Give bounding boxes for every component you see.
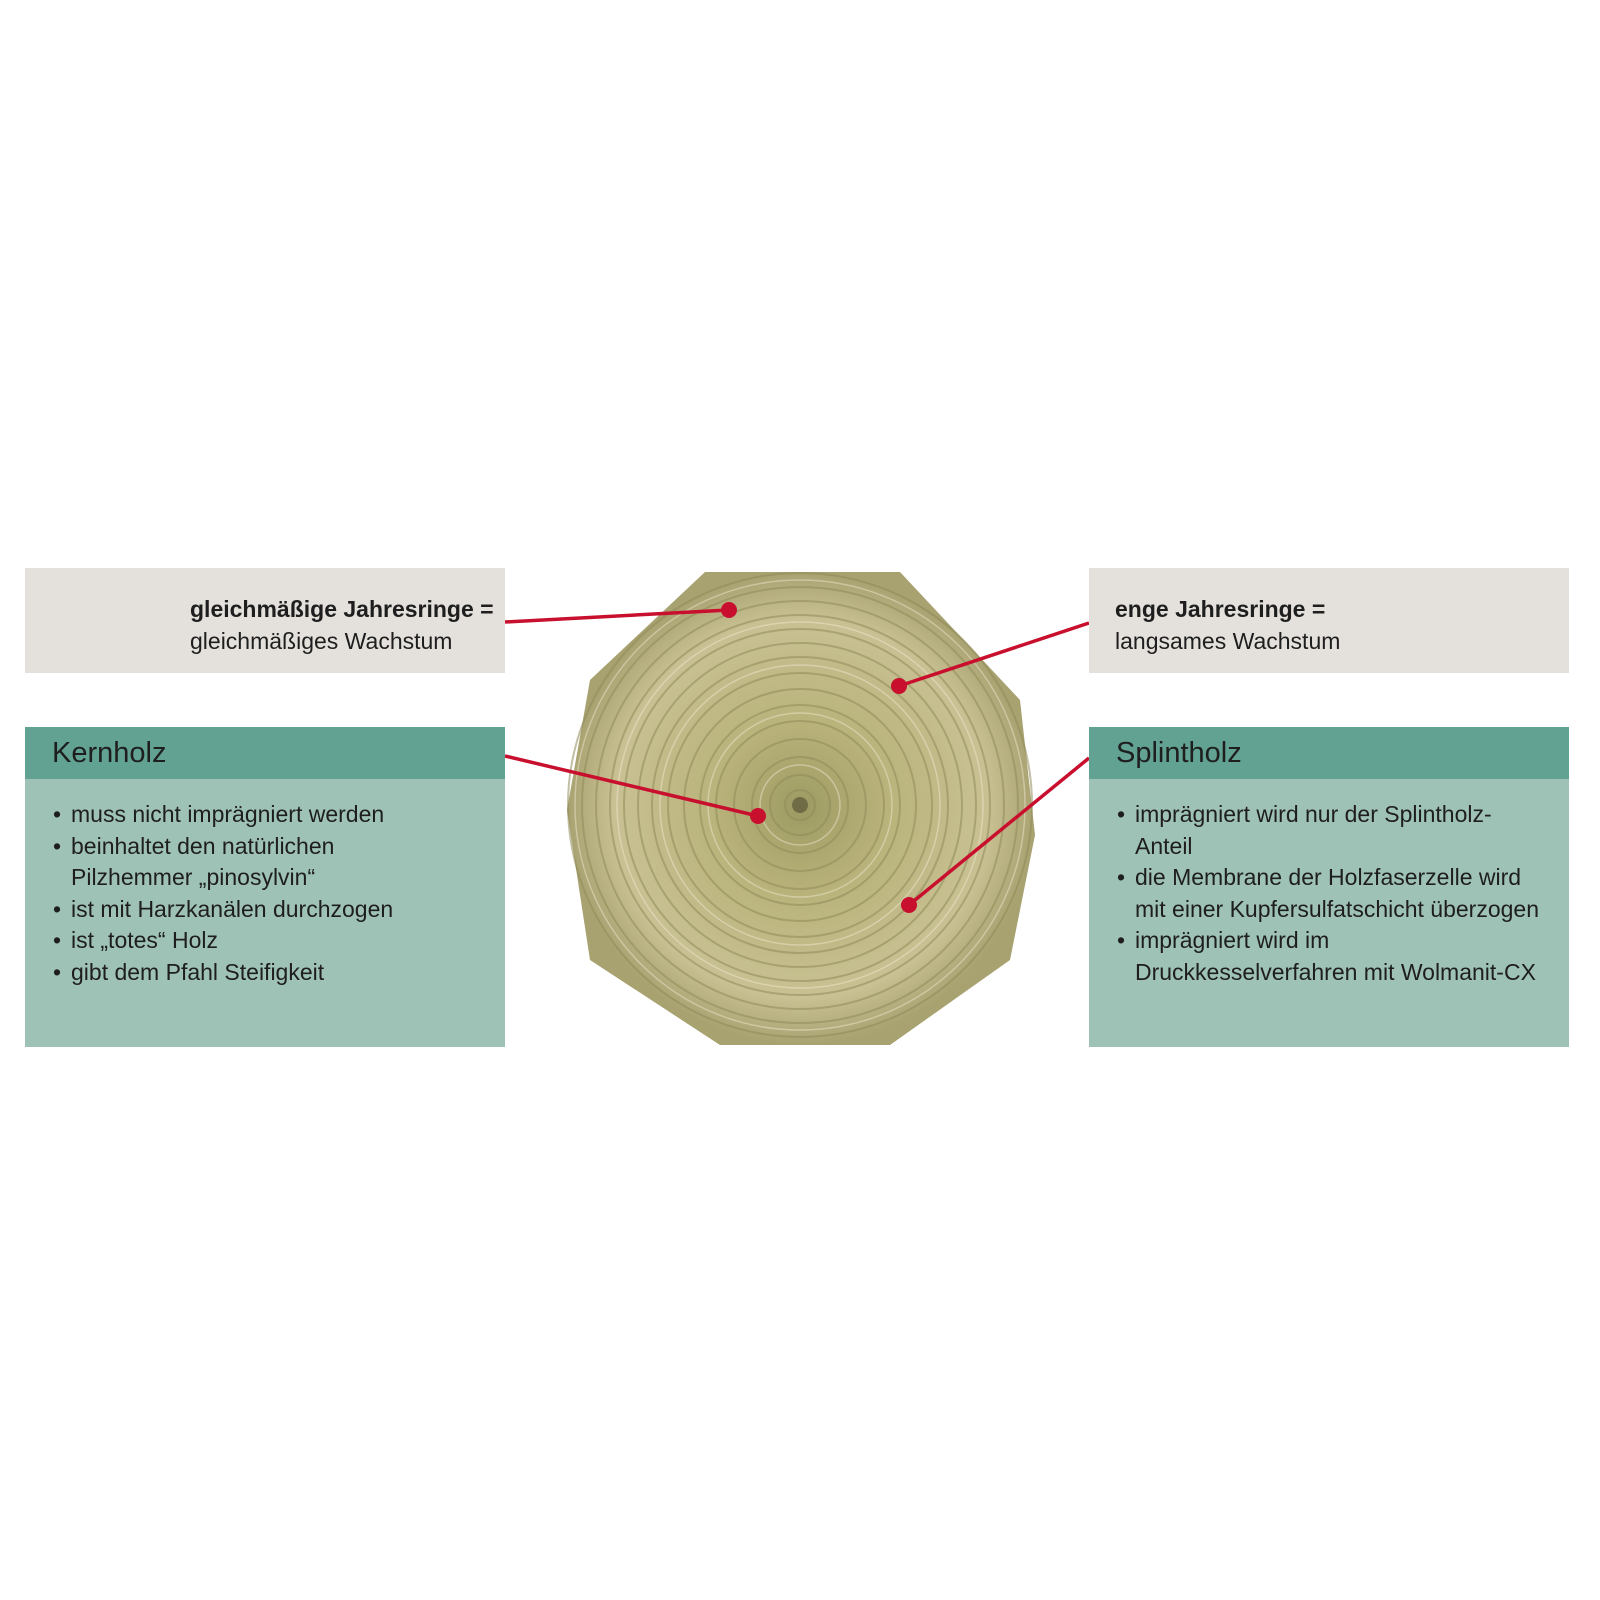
kernholz-title: Kernholz <box>25 727 505 779</box>
marker-dot-splintholz <box>901 897 917 913</box>
kernholz-panel: Kernholz muss nicht imprägniert werden b… <box>25 727 505 1047</box>
leader-line-splintholz <box>907 756 1091 907</box>
list-item: imprägniert wird im Druckkesselverfahren… <box>1117 925 1549 988</box>
marker-dot-narrow-rings <box>891 678 907 694</box>
list-item: die Membrane der Holzfaserzelle wird mit… <box>1117 862 1549 925</box>
wood-post-end-image <box>567 572 1035 1045</box>
kernholz-list: muss nicht imprägniert werden beinhaltet… <box>25 779 505 988</box>
leader-line-kernholz <box>504 754 759 818</box>
marker-dot-uniform-rings <box>721 602 737 618</box>
list-item: imprägniert wird nur der Splintholz-Ante… <box>1117 799 1549 862</box>
leader-line-narrow-rings <box>898 621 1090 688</box>
list-item: beinhaltet den natürlichen Pilzhemmer „p… <box>53 831 451 894</box>
splintholz-list: imprägniert wird nur der Splintholz-Ante… <box>1089 779 1569 988</box>
callout-narrow-rings: enge Jahresringe = langsames Wachstum <box>1089 568 1569 673</box>
leader-line-uniform-rings <box>504 608 730 624</box>
callout-uniform-rings: gleichmäßige Jahresringe = gleichmäßiges… <box>25 568 505 673</box>
list-item: ist „totes“ Holz <box>53 925 485 957</box>
callout-title: enge Jahresringe = <box>1115 596 1326 622</box>
callout-title: gleichmäßige Jahresringe = <box>190 596 494 622</box>
splintholz-title: Splintholz <box>1089 727 1569 779</box>
list-item: muss nicht imprägniert werden <box>53 799 485 831</box>
callout-text: langsames Wachstum <box>1115 628 1341 654</box>
marker-dot-kernholz <box>750 808 766 824</box>
list-item: gibt dem Pfahl Steifigkeit <box>53 957 485 989</box>
callout-text: gleichmäßiges Wachstum <box>190 628 453 654</box>
list-item: ist mit Harzkanälen durchzogen <box>53 894 485 926</box>
splintholz-panel: Splintholz imprägniert wird nur der Spli… <box>1089 727 1569 1047</box>
